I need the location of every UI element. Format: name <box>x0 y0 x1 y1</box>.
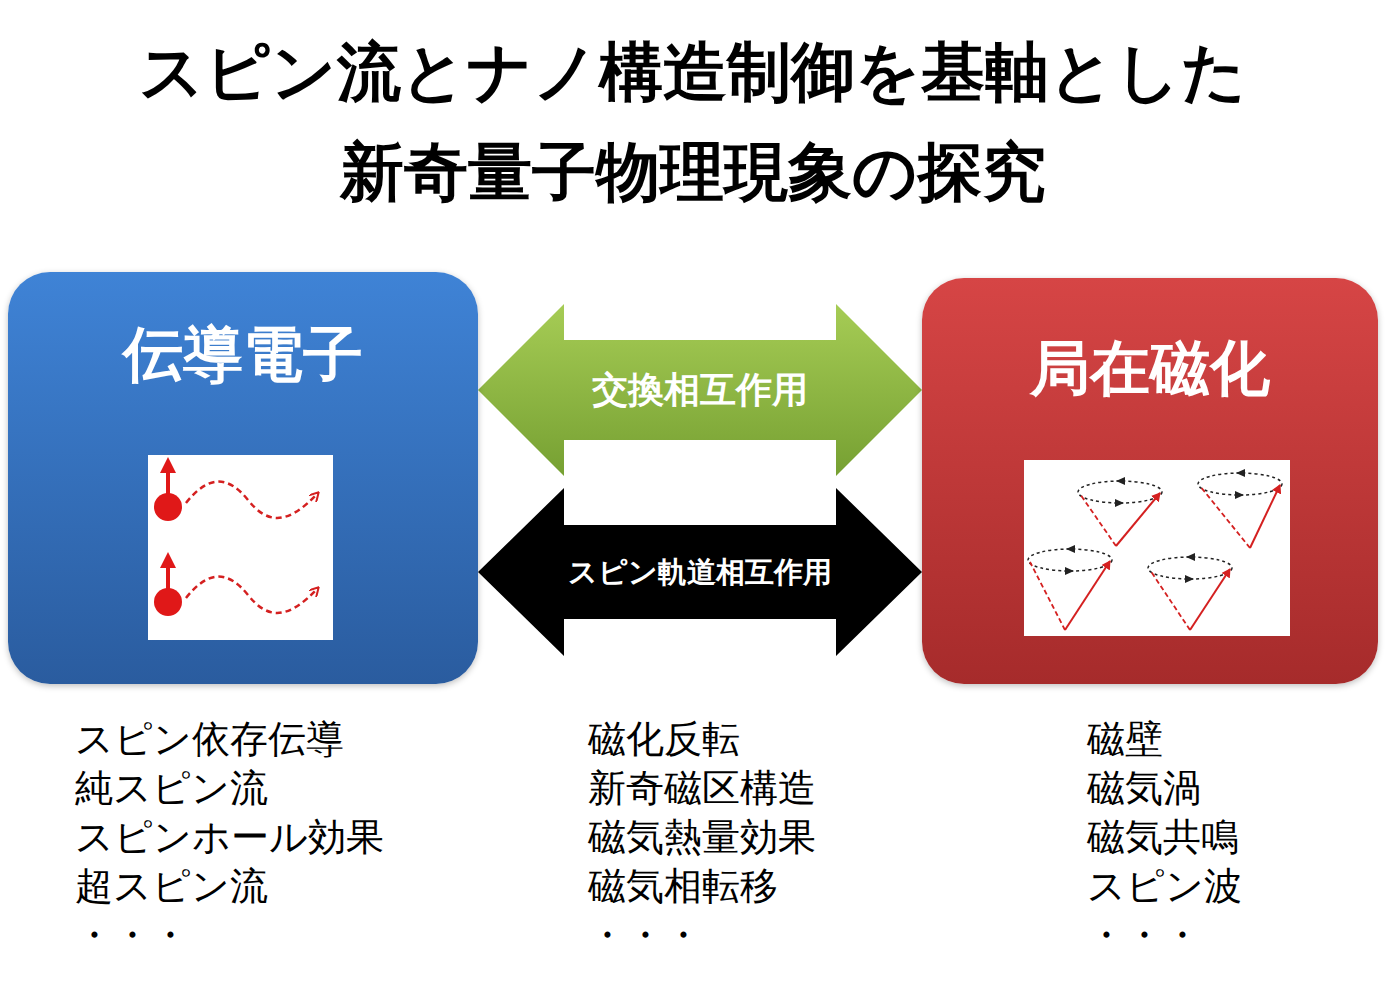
orbit-arrowhead <box>1116 477 1125 485</box>
concept-box: 伝導電子 <box>8 272 478 684</box>
magnetization-vector <box>1190 569 1230 630</box>
arrow-label: スピン軌道相互作用 <box>568 555 832 590</box>
phenomenon-item: ・・・ <box>75 912 189 958</box>
phenomenon-item: 超スピン流 <box>75 863 268 909</box>
box-heading: 伝導電子 <box>8 320 478 390</box>
arrow-label: 交換相互作用 <box>592 369 808 411</box>
spin-1 <box>154 457 318 521</box>
phenomenon-item: 磁気熱量効果 <box>588 814 816 860</box>
phenomenon-item: 磁気相転移 <box>588 863 778 909</box>
phenomenon-item: 新奇磁区構造 <box>588 765 816 811</box>
diagram-title: スピン流とナノ構造制御を基軸とした 新奇量子物理現象の探究 <box>0 22 1386 222</box>
cone-edge <box>1030 562 1065 630</box>
magnetization-vector <box>1250 485 1280 548</box>
phenomenon-item: スピン依存伝導 <box>75 716 344 762</box>
precession-illustration <box>1024 460 1290 636</box>
precession-cones <box>1028 469 1282 630</box>
phenomenon-item: スピンホール効果 <box>75 814 384 860</box>
phenomenon-item: 磁気共鳴 <box>1087 814 1239 860</box>
orbit-arrowhead <box>1066 545 1075 553</box>
orbit-arrowhead <box>1235 491 1244 499</box>
orbit-arrowhead <box>1186 553 1195 561</box>
precession-orbit <box>1028 549 1112 571</box>
cone-edge <box>1200 486 1250 548</box>
box-heading: 局在磁化 <box>922 334 1378 404</box>
phenomenon-item: ・・・ <box>1087 912 1201 958</box>
phenomenon-item: 純スピン流 <box>75 765 268 811</box>
magnetization-vector <box>1065 561 1110 630</box>
phenomenon-item: ・・・ <box>588 912 702 958</box>
orbit-arrowhead <box>1236 469 1245 477</box>
cone-edge <box>1150 570 1190 630</box>
precession-orbit <box>1078 481 1162 503</box>
orbit-arrowhead <box>1185 575 1194 583</box>
phenomenon-item: スピン波 <box>1087 863 1242 909</box>
spin-2 <box>154 552 318 616</box>
orbit-arrowhead <box>1065 567 1074 575</box>
interaction-arrow <box>478 304 922 476</box>
phenomenon-item: 磁気渦 <box>1087 765 1201 811</box>
concept-box: 局在磁化 <box>922 278 1378 684</box>
spin-electron-illustration <box>148 455 333 640</box>
orbit-arrowhead <box>1115 499 1124 507</box>
phenomenon-item: 磁化反転 <box>588 716 740 762</box>
interaction-arrow <box>478 488 922 656</box>
phenomenon-item: 磁壁 <box>1087 716 1163 762</box>
cone-edge <box>1080 494 1116 546</box>
magnetization-vector <box>1116 493 1160 546</box>
precession-orbit <box>1198 473 1282 495</box>
precession-orbit <box>1148 557 1232 579</box>
